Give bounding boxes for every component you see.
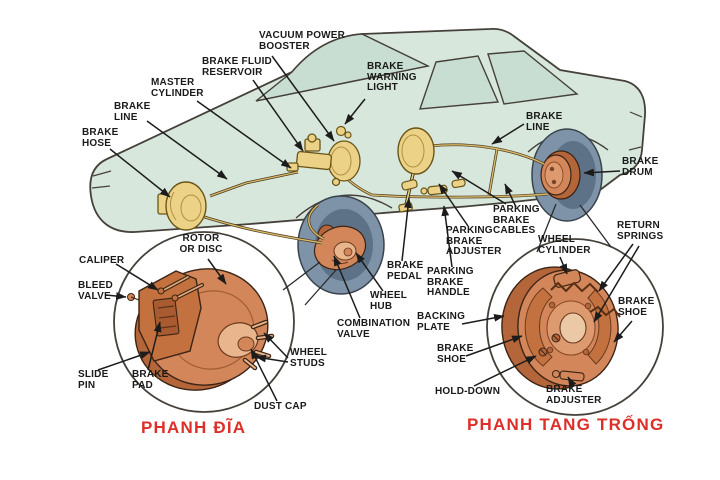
label-brake-drum: BRAKE DRUM bbox=[622, 156, 659, 178]
vacuum-booster-disc bbox=[397, 127, 435, 175]
front-hub-assembly bbox=[313, 224, 367, 271]
brake-lines bbox=[197, 143, 549, 245]
label-backing-plate: BACKING PLATE bbox=[417, 311, 466, 333]
bleed-valve-part bbox=[127, 293, 140, 301]
rear-side-window bbox=[487, 50, 579, 105]
label-vacuum-power-booster: VACUUM POWER BOOSTER bbox=[259, 30, 346, 52]
dust-cap-part bbox=[237, 336, 255, 352]
label-parking-brake-adjuster: PARKING BRAKE ADJUSTER bbox=[446, 225, 502, 258]
label-combination-valve: COMBINATION VALVE bbox=[337, 318, 411, 340]
drum-brake-detail-circle bbox=[486, 238, 664, 416]
brake-warning-light-switch bbox=[335, 125, 352, 139]
brake-pad-part bbox=[152, 297, 180, 337]
grille-line bbox=[91, 185, 111, 189]
rear-bumper-line bbox=[628, 111, 643, 151]
label-wheel-hub: WHEEL HUB bbox=[370, 290, 408, 312]
label-dust-cap: DUST CAP bbox=[254, 401, 307, 412]
plate-bolts bbox=[546, 301, 592, 356]
label-parking-brake-cables: PARKING BRAKE CABLES bbox=[493, 204, 540, 237]
label-brake-pad: BRAKE PAD bbox=[132, 369, 169, 391]
headlight-line bbox=[92, 170, 112, 177]
label-master-cylinder: MASTER CYLINDER bbox=[151, 77, 204, 99]
label-brake-warning-light: BRAKE WARNING LIGHT bbox=[367, 61, 417, 94]
label-brake-pedal: BRAKE PEDAL bbox=[387, 260, 424, 282]
windshield bbox=[255, 33, 431, 102]
label-caliper: CALIPER bbox=[79, 255, 125, 266]
front-wheel bbox=[297, 195, 385, 295]
brake-drum-part bbox=[540, 150, 581, 200]
caption-drum-brake: PHANH TANG TRỐNG bbox=[467, 415, 665, 434]
label-brake-adjuster: BRAKE ADJUSTER bbox=[546, 384, 602, 406]
label-brake-line-front: BRAKE LINE bbox=[114, 101, 151, 123]
label-rotor-or-disc: ROTOR OR DISC bbox=[179, 233, 223, 255]
label-brake-fluid-reservoir: BRAKE FLUID RESERVOIR bbox=[202, 56, 272, 78]
front-brake-hose-assembly bbox=[157, 181, 207, 231]
label-parking-brake-handle: PARKING BRAKE HANDLE bbox=[427, 266, 474, 299]
callout-connectors bbox=[282, 203, 612, 306]
label-wheel-studs: WHEEL STUDS bbox=[290, 347, 328, 369]
label-slide-pin: SLIDE PIN bbox=[78, 369, 109, 391]
caption-disc-brake: PHANH ĐĨA bbox=[141, 418, 247, 437]
label-brake-shoe-left: BRAKE SHOE bbox=[437, 343, 474, 365]
slide-pins-part bbox=[157, 275, 204, 302]
label-hold-down: HOLD-DOWN bbox=[435, 386, 501, 397]
leader-arrows bbox=[97, 55, 640, 402]
front-side-window bbox=[418, 55, 500, 110]
brake-adjuster-part bbox=[552, 370, 585, 382]
label-brake-line-rear: BRAKE LINE bbox=[526, 111, 563, 133]
hold-down-pins bbox=[538, 333, 561, 357]
rear-wheel bbox=[531, 128, 603, 222]
label-return-springs: RETURN SPRINGS bbox=[617, 220, 664, 242]
label-brake-hose: BRAKE HOSE bbox=[82, 127, 119, 149]
brake-shoe-left-part bbox=[524, 287, 553, 367]
master-cylinder-assembly bbox=[286, 133, 361, 187]
label-wheel-cylinder: WHEEL CYLINDER bbox=[538, 234, 591, 256]
label-brake-shoe-right: BRAKE SHOE bbox=[618, 296, 655, 318]
label-bleed-valve: BLEED VALVE bbox=[78, 280, 113, 302]
return-springs-part bbox=[550, 281, 621, 318]
disc-brake-detail-circle bbox=[113, 231, 295, 413]
car-body bbox=[89, 27, 646, 233]
